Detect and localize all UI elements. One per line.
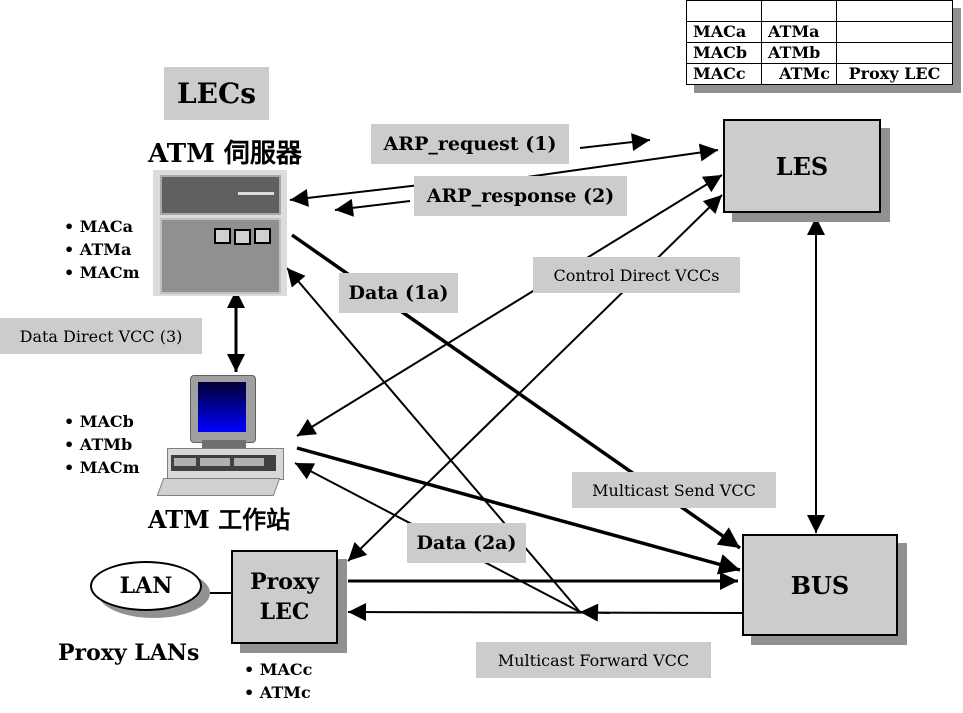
workstation-address-list: MACb ATMb MACm xyxy=(64,410,140,479)
proxy-lec-label-line2: LEC xyxy=(259,599,310,625)
control-direct-vccs-label: Control Direct VCCs xyxy=(533,257,740,293)
table-cell xyxy=(761,0,837,22)
address-item: ATMb xyxy=(64,433,140,456)
workstation-icon[interactable] xyxy=(156,372,297,497)
les-node[interactable]: LES xyxy=(723,119,881,213)
table-cell: ATMc xyxy=(761,63,837,85)
multicast-forward-head xyxy=(579,603,611,622)
server-title: ATM 伺服器 xyxy=(148,139,302,169)
multicast-send-vcc-label: Multicast Send VCC xyxy=(572,472,776,508)
address-item: MACa xyxy=(64,215,140,238)
table-cell xyxy=(836,21,953,43)
table-cell xyxy=(686,0,762,22)
control-direct-proxy-arrow xyxy=(347,194,723,562)
multicast-forward-proxy-arrow xyxy=(347,603,743,622)
data-2a-label: Data (2a) xyxy=(407,523,526,563)
address-item: MACm xyxy=(64,261,140,284)
multicast-forward-vcc-label: Multicast Forward VCC xyxy=(476,642,711,678)
table-cell: MACa xyxy=(686,21,762,43)
proxy-lans-title: Proxy LANs xyxy=(58,640,200,666)
lecs-title: LECs xyxy=(164,67,269,120)
address-item: ATMc xyxy=(244,681,312,704)
proxy-address-list: MACc ATMc xyxy=(244,658,313,704)
arp-response-label: ARP_response (2) xyxy=(414,176,627,216)
bus-label: BUS xyxy=(790,570,850,600)
arp-request-arrow-short xyxy=(579,133,651,151)
address-item: ATMa xyxy=(64,238,140,261)
lan-label: LAN xyxy=(119,573,173,599)
data-1a-label: Data (1a) xyxy=(339,273,458,313)
workstation-title: ATM 工作站 xyxy=(148,505,291,534)
server-icon[interactable] xyxy=(153,170,287,296)
table-row: MACb ATMb xyxy=(686,42,953,64)
table-cell: MACb xyxy=(686,42,762,64)
table-cell xyxy=(836,0,953,22)
lan-node[interactable]: LAN xyxy=(90,561,202,611)
proxy-lec-label-line1: Proxy xyxy=(250,569,319,595)
table-cell: Proxy LEC xyxy=(836,63,953,85)
ws-multicast-send-arrow xyxy=(296,446,741,575)
arp-response-arrow-short xyxy=(334,198,411,217)
bus-node[interactable]: BUS xyxy=(742,534,898,636)
table-cell: ATMa xyxy=(761,21,837,43)
arp-response-arrow xyxy=(289,184,421,207)
table-row xyxy=(686,0,953,22)
table-cell: ATMb xyxy=(761,42,837,64)
address-item: MACb xyxy=(64,410,140,433)
table-cell xyxy=(836,42,953,64)
data-direct-vcc-label: Data Direct VCC (3) xyxy=(0,318,202,354)
arp-request-label: ARP_request (1) xyxy=(371,124,569,164)
address-item: MACc xyxy=(244,658,313,681)
server-address-list: MACa ATMa MACm xyxy=(64,215,140,284)
arp-request-arrow xyxy=(519,143,719,179)
address-item: MACm xyxy=(64,456,140,479)
arp-cache-table: MACa ATMa MACb ATMb MACc ATMc Proxy LEC xyxy=(686,0,953,85)
table-cell: MACc xyxy=(686,63,762,85)
les-label: LES xyxy=(775,151,829,181)
table-row: MACa ATMa xyxy=(686,21,953,43)
proxy-lec-node[interactable]: Proxy LEC xyxy=(231,550,338,644)
table-row: MACc ATMc Proxy LEC xyxy=(686,63,953,85)
